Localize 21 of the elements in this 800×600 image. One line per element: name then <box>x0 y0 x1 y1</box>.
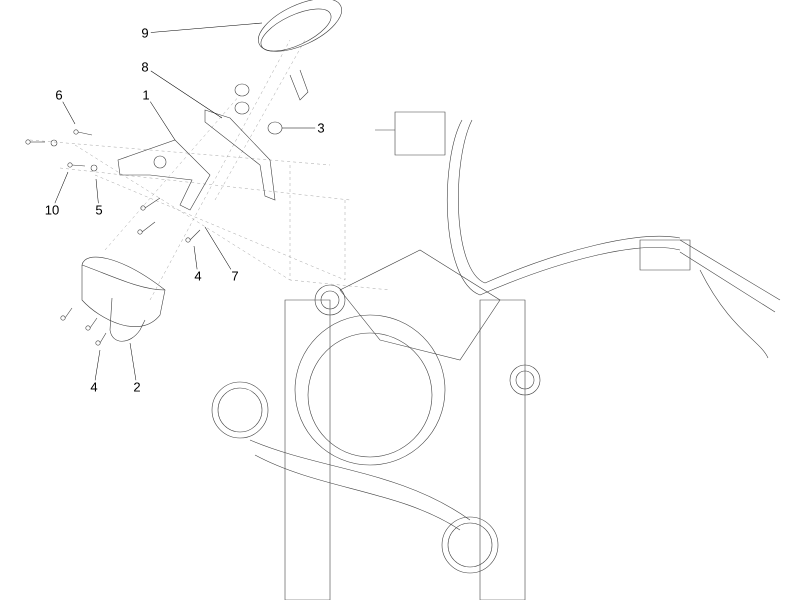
callout-number: 5 <box>96 205 102 215</box>
callout-number: 6 <box>56 90 62 100</box>
callout-number: 4 <box>194 272 202 280</box>
leader-line <box>150 70 222 118</box>
callout-number: 9 <box>142 28 148 38</box>
callout-number: 4 <box>90 382 98 392</box>
callout-number: 10 <box>46 205 59 215</box>
leader-line <box>54 172 68 204</box>
callout-number: 1 <box>143 90 149 100</box>
leader-line <box>150 101 176 140</box>
leader-line <box>94 350 100 381</box>
leader-line <box>204 226 232 270</box>
callout-number: 7 <box>232 272 238 280</box>
callout-number: 3 <box>318 123 324 133</box>
callout-number: 8 <box>142 62 148 72</box>
leader-line <box>62 102 76 124</box>
leader-line <box>194 246 198 270</box>
leader-line <box>96 178 99 204</box>
callout-number: 2 <box>134 382 140 392</box>
leader-line <box>130 342 136 381</box>
leader-line <box>150 22 262 33</box>
